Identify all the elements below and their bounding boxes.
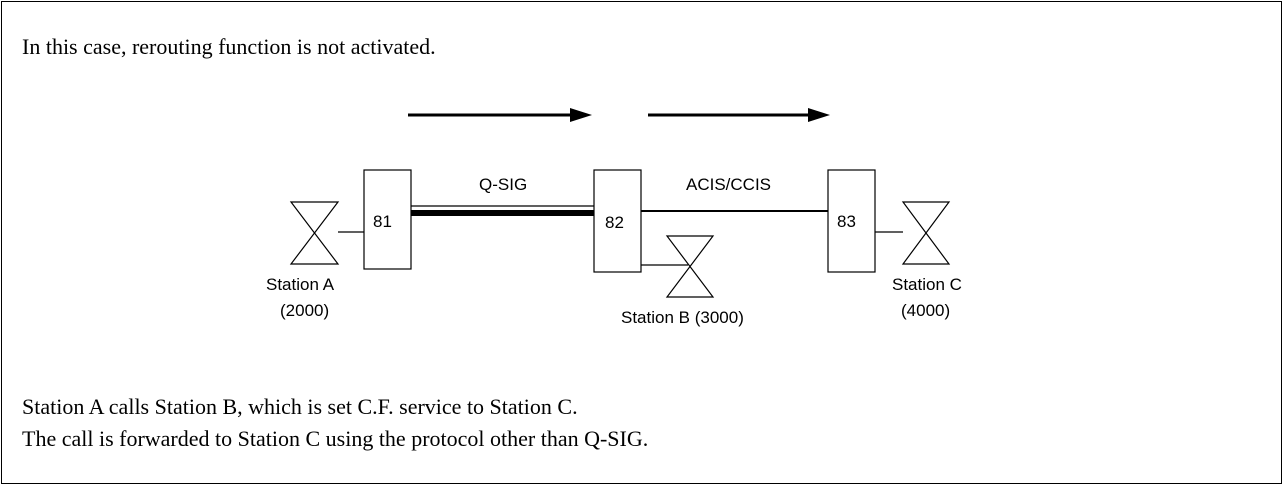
link-label-qsig: Q-SIG <box>479 175 527 194</box>
node-82 <box>593 169 642 273</box>
station-c-name: Station C <box>892 275 962 294</box>
arrow-right-icon <box>648 108 830 122</box>
node-label-82: 82 <box>605 213 624 232</box>
station-a-telephone-icon <box>289 201 340 265</box>
description-line-1: Station A calls Station B, which is set … <box>22 394 578 419</box>
description-line-2: The call is forwarded to Station C using… <box>22 426 649 451</box>
node-81 <box>363 169 412 270</box>
arrow-right-icon <box>408 108 592 122</box>
qsig-link <box>411 205 594 216</box>
station-a-number: (2000) <box>280 301 329 320</box>
station-b-telephone-icon <box>665 235 715 298</box>
station-b-name: Station B (3000) <box>621 308 744 327</box>
node-label-83: 83 <box>837 212 856 231</box>
node-label-81: 81 <box>373 212 392 231</box>
intro-text: In this case, rerouting function is not … <box>22 34 436 59</box>
node-83 <box>827 169 876 273</box>
station-a-name: Station A <box>266 275 335 294</box>
station-c-telephone-icon <box>901 201 951 265</box>
link-label-acis-ccis: ACIS/CCIS <box>686 175 771 194</box>
station-c-number: (4000) <box>901 301 950 320</box>
